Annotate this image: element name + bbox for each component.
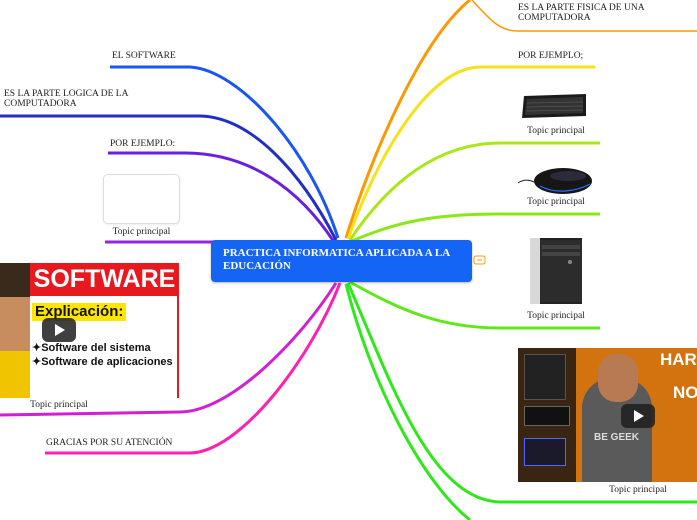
branch-fisica-line xyxy=(471,0,697,32)
play-icon[interactable] xyxy=(621,404,655,428)
central-topic[interactable]: PRACTICA INFORMATICA APLICADA A LA EDUCA… xyxy=(211,240,472,282)
mouse-image xyxy=(517,168,592,194)
image-placeholder[interactable] xyxy=(103,174,180,224)
label-gracias[interactable]: GRACIAS POR SU ATENCIÓN xyxy=(46,438,173,448)
caption-placeholder[interactable]: Topic principal xyxy=(112,227,171,237)
pc-tower-image xyxy=(530,238,582,304)
branch-tower xyxy=(349,280,600,330)
branch-bottom xyxy=(344,283,471,520)
thumb-no: NO xyxy=(673,383,697,402)
shirt-text: BE GEEK xyxy=(594,432,640,443)
branch-video-right xyxy=(346,282,697,504)
label-el-software[interactable]: EL SOFTWARE xyxy=(112,51,176,61)
thumb-subtitle: Explicación: xyxy=(32,303,127,321)
branch-ejemplo xyxy=(108,151,336,243)
caption-tower[interactable]: Topic principal xyxy=(527,311,585,321)
branch-logica xyxy=(0,114,338,241)
presenter-face xyxy=(598,354,638,402)
collapse-icon[interactable] xyxy=(473,255,486,265)
branch-ejemplo-r xyxy=(346,65,595,240)
caption-keyboard[interactable]: Topic principal xyxy=(527,126,585,136)
thumb-item-1: ✦Software del sistema xyxy=(32,342,151,354)
keyboard-image xyxy=(522,94,586,118)
branch-gracias xyxy=(45,282,342,455)
caption-hardware-video[interactable]: Topic principal xyxy=(609,485,667,495)
presenter-photo xyxy=(0,263,30,398)
label-parte-fisica[interactable]: ES LA PARTE FISICA DE UNA COMPUTADORA xyxy=(518,3,645,23)
label-por-ejemplo-left[interactable]: POR EJEMPLO: xyxy=(110,139,176,149)
branch-keyboard xyxy=(348,141,600,241)
branch-video-left xyxy=(0,282,338,417)
components-photo xyxy=(518,348,576,482)
software-video-thumbnail[interactable]: SOFTWARE Explicación: ✦Software del sist… xyxy=(0,263,179,398)
thumb-har: HAR xyxy=(660,350,697,369)
thumb-title: SOFTWARE xyxy=(30,263,179,296)
hardware-video-thumbnail[interactable]: BE GEEK HAR NO xyxy=(518,348,697,482)
branch-mouse xyxy=(351,212,600,243)
branch-software xyxy=(110,65,340,239)
label-parte-logica[interactable]: ES LA PARTE LOGICA DE LA COMPUTADORA xyxy=(4,89,128,109)
caption-software-video[interactable]: Topic principal xyxy=(30,400,88,410)
thumb-item-2: ✦Software de aplicaciones xyxy=(32,356,173,368)
play-icon[interactable] xyxy=(42,318,76,342)
caption-mouse[interactable]: Topic principal xyxy=(527,197,585,207)
branch-fisica xyxy=(344,0,471,239)
label-por-ejemplo-right[interactable]: POR EJEMPLO; xyxy=(518,51,584,61)
